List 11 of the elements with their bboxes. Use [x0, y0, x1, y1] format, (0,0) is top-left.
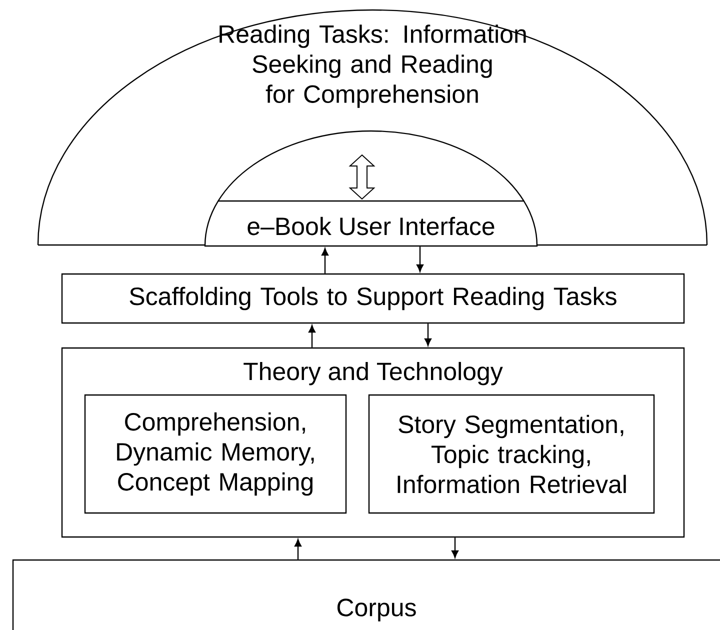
arrow	[308, 325, 316, 348]
arrow	[322, 248, 328, 274]
process-box: Scaffolding Tools to Support Reading Tasks	[61, 273, 685, 324]
arrow	[294, 539, 302, 560]
interface-dome: e–Book User Interface	[204, 130, 538, 247]
arrow	[424, 324, 432, 346]
process-box: Corpus	[12, 559, 720, 630]
arrow	[416, 246, 424, 272]
arrow	[452, 538, 458, 558]
process-box: Story Segmentation, Topic tracking, Information Retrieval	[368, 394, 655, 514]
process-box: Comprehension, Dynamic Memory, Concept Mapping	[84, 394, 347, 514]
